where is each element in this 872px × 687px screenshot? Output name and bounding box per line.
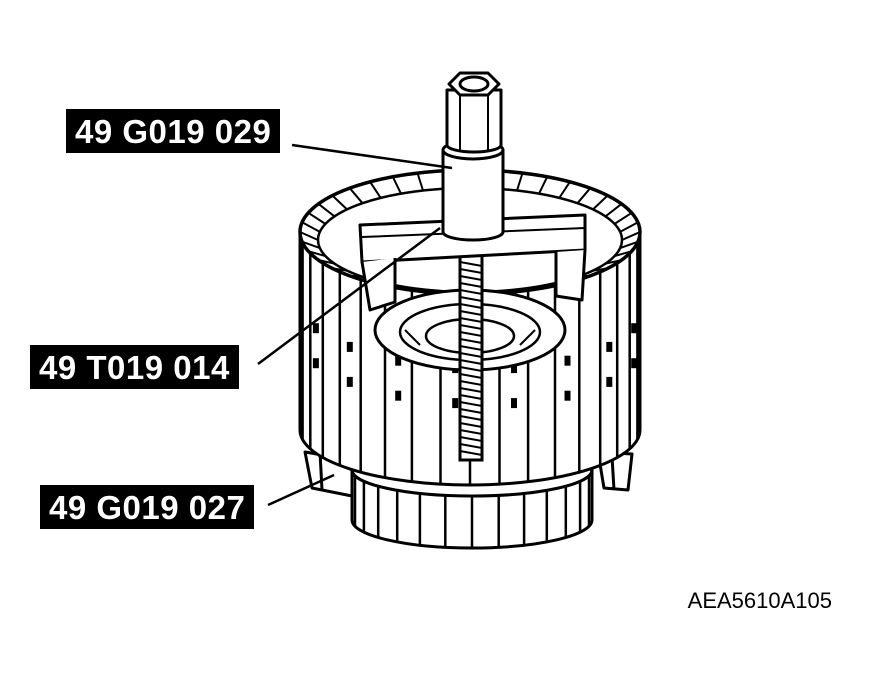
threaded-rod — [460, 255, 482, 460]
drum-hole — [347, 342, 353, 352]
drum-hole — [631, 323, 637, 333]
tool-label-lower: 49 G019 027 — [40, 485, 254, 529]
tool-label-middle: 49 T019 014 — [30, 345, 239, 389]
rim-tooth — [539, 286, 547, 287]
drum-hole — [313, 358, 319, 368]
drum-hole — [511, 398, 517, 408]
upper-screw — [443, 73, 503, 240]
drum-hole — [631, 358, 637, 368]
rim-tooth — [350, 276, 363, 277]
drum-hole — [606, 342, 612, 352]
drum-hole — [565, 356, 571, 366]
drum-hole — [606, 377, 612, 387]
tool-label-upper: 49 G019 029 — [66, 109, 280, 153]
drum-hole — [565, 391, 571, 401]
leader-upper — [292, 145, 452, 168]
figure-code: AEA5610A105 — [688, 588, 832, 614]
drum-hole — [313, 323, 319, 333]
drum-hole — [452, 398, 458, 408]
drum-hole — [347, 377, 353, 387]
drum-hole — [395, 391, 401, 401]
